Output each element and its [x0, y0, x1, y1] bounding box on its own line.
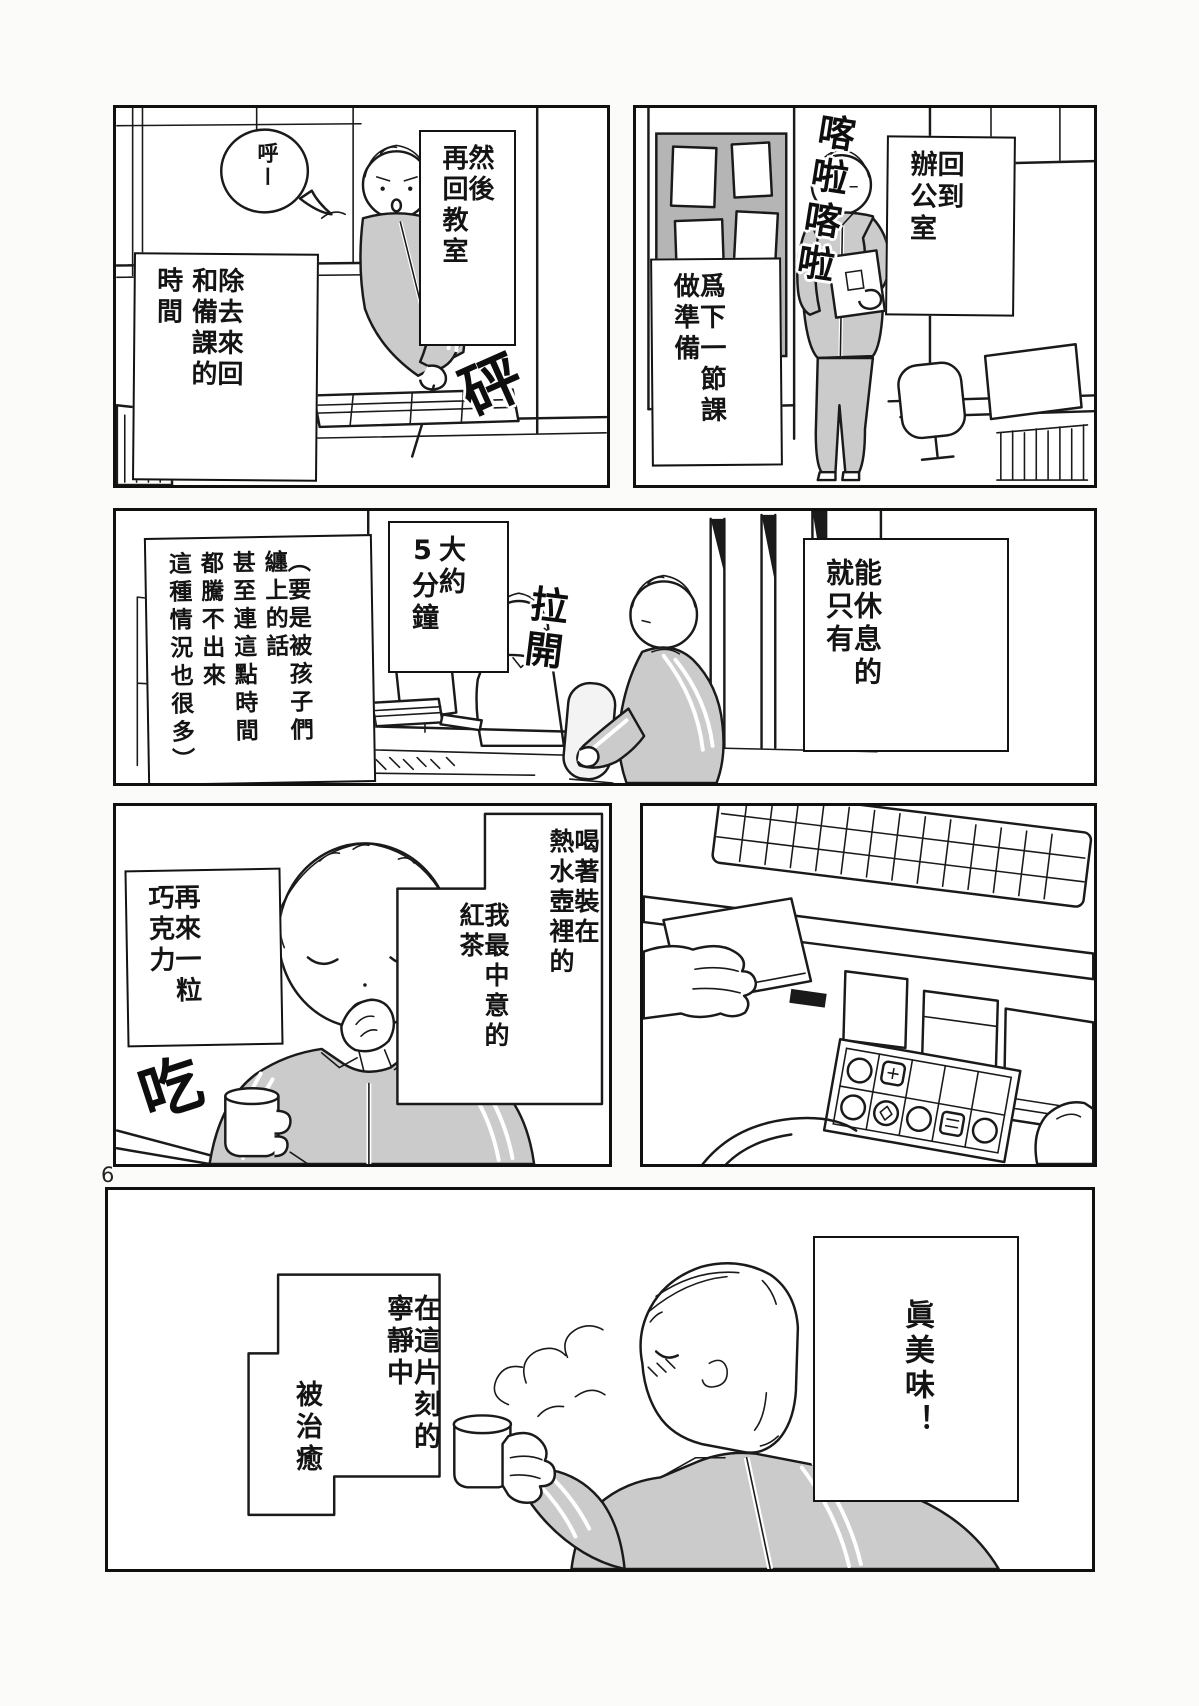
speech-bubble-text: 呼ー [255, 142, 279, 190]
steam [493, 1325, 606, 1418]
caption-thermos-tea: 喝著裝在 熱水壺裡的 [526, 828, 600, 1003]
caption-column: 5分鐘 [407, 535, 438, 635]
forearm [701, 1116, 858, 1164]
panel-return-to-office: 回到 辦公室 爲下一節課 做準備 喀啦喀啦 [633, 105, 1097, 488]
speech-bubble [220, 108, 333, 216]
caption-column: 爲下一節課 [695, 271, 727, 428]
track-jacket-body [524, 1451, 1000, 1569]
caption-column: 就只有 [822, 558, 855, 657]
caption-another-chocolate: 再來一粒 巧克力 [124, 867, 284, 1048]
chocolate-box [822, 1037, 1022, 1164]
caption-column: 甚至連這點時間 [228, 550, 258, 747]
caption-column: 然後 [464, 144, 494, 206]
caption-column: 都騰不出來 [196, 550, 225, 692]
keyboard [711, 806, 1093, 908]
caption-favorite-black-tea: 我最中意的 紅茶 [422, 902, 510, 1102]
panel-five-minute-break: （要是被孩子們 纏上的話 甚至連這點時間 都騰不出來 這種情況也很多） 大約 5… [113, 508, 1097, 786]
caption-column: 做準備 [669, 272, 701, 366]
caption-step-box [247, 1273, 441, 1517]
caption-about-five-minutes: 大約 5分鐘 [388, 521, 509, 673]
caption-column: 寧靜中 [382, 1294, 413, 1390]
caption-then-back: 然後 再回教室 [419, 130, 516, 346]
caption-column: 巧克力 [143, 883, 176, 978]
caption-column: 在這片刻的 [409, 1294, 440, 1454]
books [996, 424, 1089, 481]
caption-column: 我最中意的 [481, 902, 510, 1052]
teacher-sitting-down [576, 574, 725, 783]
left-hand [643, 944, 758, 1020]
caption-being-healed: 被治癒 [254, 1380, 322, 1515]
caption-column: 眞美味！ [899, 1299, 934, 1439]
caption-column: 回到 [932, 149, 964, 215]
caption-column: 熱水壺裡的 [546, 828, 575, 978]
caption-kids-cling-aside: （要是被孩子們 纏上的話 甚至連這點時間 都騰不出來 這種情況也很多） [143, 534, 377, 783]
caption-column: 再回教室 [438, 144, 468, 268]
caption-column: 和備課的 [186, 266, 218, 391]
caption-minus-travel-prep-time: 除去來回 和備課的 時間 [132, 252, 319, 482]
panel-eating-chocolate: 喝著裝在 熱水壺裡的 我最中意的 紅茶 再來一粒 巧克力 吃 [113, 803, 612, 1167]
caption-in-this-quiet: 在這片刻的 寧靜中 [328, 1294, 440, 1474]
caption-return-to-office: 回到 辦公室 [885, 135, 1016, 317]
teacher-profile [639, 1262, 800, 1454]
caption-column: 再來一粒 [169, 883, 202, 1008]
caption-so-delicious: 眞美味！ [813, 1236, 1019, 1502]
monitor [983, 343, 1083, 421]
caption-column: 辦公室 [904, 149, 937, 246]
panel-art-tea-moment [247, 1262, 1000, 1569]
teacher-walking [796, 148, 891, 482]
panel-art-drawer [643, 806, 1094, 1164]
caption-column: （要是被孩子們 [283, 549, 313, 746]
right-hand [1034, 1101, 1094, 1164]
caption-prepare-next-lesson: 爲下一節課 做準備 [650, 257, 783, 467]
caption-column: 纏上的話 [260, 549, 289, 662]
panel-chocolate-drawer [640, 803, 1097, 1167]
office-chair [897, 361, 967, 461]
caption-only-rest-time: 能休息的 就只有 [803, 538, 1009, 752]
sfx-pull-chair: 拉開 [515, 582, 571, 678]
panel-healed-moment: 在這片刻的 寧靜中 被治癒 眞美味！ [105, 1187, 1095, 1572]
page-number: 6 [101, 1163, 115, 1187]
caption-column: 喝著裝在 [571, 828, 600, 948]
caption-column: 大約 [434, 535, 465, 599]
caption-column: 被治癒 [291, 1380, 322, 1476]
caption-step-box [396, 812, 604, 1106]
caption-column: 能休息的 [850, 558, 883, 690]
mug-and-hand [452, 1414, 557, 1504]
tea-mug [224, 1087, 309, 1164]
caption-column: 除去來回 [212, 266, 244, 392]
caption-column: 時間 [152, 266, 183, 329]
caption-column: 紅茶 [456, 902, 485, 962]
panel-back-to-classroom: 呼ー 然後 再回教室 除去來回 和備課的 時間 砰 [113, 105, 610, 488]
office-desk [887, 343, 1094, 481]
panel-art-eating [116, 812, 604, 1164]
caption-column: 這種情況也很多） [164, 551, 194, 776]
